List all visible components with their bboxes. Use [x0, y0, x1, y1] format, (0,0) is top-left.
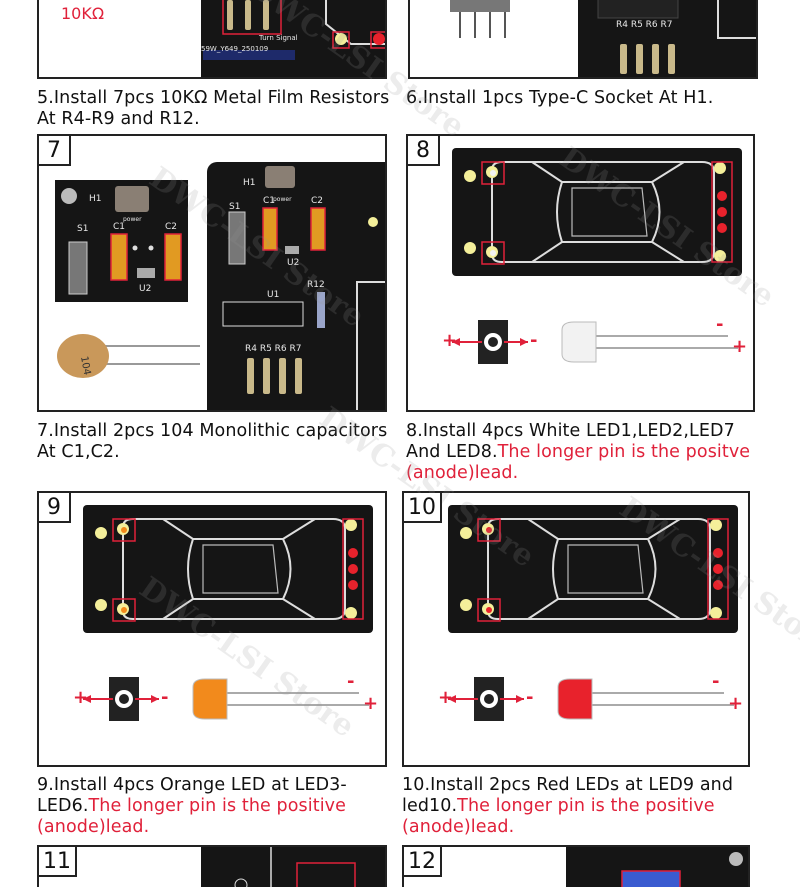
car-pcb-outline — [460, 518, 729, 622]
step-10-warning-text: The longer pin is the positive — [457, 796, 715, 816]
lead-plus-sign: + — [732, 336, 748, 357]
step-10-panel: 10 +--+ — [402, 491, 750, 767]
step-9-caption-line2: LED6.The longer pin is the positive — [37, 796, 347, 817]
step-6-board-image: R4 R5 R6 R7 — [578, 0, 756, 77]
polarity-plus-sign: + — [438, 687, 454, 708]
r12-label: R12 — [307, 280, 325, 290]
turn-signal-label: Turn Signal — [259, 34, 298, 42]
step-9-caption: 9.Install 4pcs Orange LED at LED3- LED6.… — [37, 775, 347, 838]
power-label: power — [123, 216, 142, 223]
lead-plus-sign: + — [363, 693, 379, 714]
step-5-panel: 10KΩ Turn Signal 59W_Y649_250109 — [37, 0, 387, 79]
main-c2-label: C2 — [311, 196, 324, 206]
step-7-caption: 7.Install 2pcs 104 Monolithic capacitors… — [37, 421, 387, 463]
step-7-number: 7 — [39, 136, 71, 166]
polarity-minus-sign: - — [530, 330, 538, 351]
led-polarity-svg — [83, 677, 369, 721]
step-9-led-polarity-diagram: +--+ — [69, 663, 379, 733]
step-7-caption-line2: At C1,C2. — [37, 442, 120, 462]
step-7-panel: 7 H1 power S1 C1 C2 U2 104 — [37, 134, 387, 412]
step-8-warning-text-2: (anode)lead. — [406, 463, 519, 483]
board-id-label: 59W_Y649_250109 — [201, 45, 269, 53]
step-8-caption-line2a: And LED8. — [406, 442, 498, 462]
step-6-caption: 6.Install 1pcs Type-C Socket At H1. — [406, 88, 714, 108]
step-12-board-image — [566, 847, 748, 887]
h1-label: H1 — [89, 194, 102, 204]
lead-minus-sign: - — [716, 314, 724, 335]
step-8-car-board — [452, 148, 742, 276]
c2-label: C2 — [165, 222, 178, 232]
u2-label: U2 — [139, 284, 152, 294]
step-8-panel: 8 +--+ — [406, 134, 755, 412]
car-pcb-outline — [95, 518, 364, 622]
step-7-caption-line1: 7.Install 2pcs 104 Monolithic capacitors — [37, 421, 388, 441]
s1-label: S1 — [77, 224, 89, 234]
step-10-warning-text-2: (anode)lead. — [402, 817, 515, 837]
main-u2-label: U2 — [287, 258, 300, 268]
step-10-caption: 10.Install 2pcs Red LEDs at LED9 and led… — [402, 775, 733, 838]
step-7-main-board: H1 power S1 C1 C2 U2 U1 R12 R4 R5 R6 R7 — [207, 162, 385, 410]
step-10-car-board — [448, 505, 738, 633]
step-8-caption: 8.Install 4pcs White LED1,LED2,LED7 And … — [406, 421, 750, 484]
polarity-plus-sign: + — [73, 687, 89, 708]
step-10-caption-line2: led10.The longer pin is the positive — [402, 796, 733, 817]
main-c1-label: C1 — [263, 196, 276, 206]
step-9-car-board — [83, 505, 373, 633]
step-8-warning-text: The longer pin is the positve — [497, 442, 751, 462]
car-pcb-outline — [464, 161, 733, 265]
main-resistor-group-label: R4 R5 R6 R7 — [245, 344, 302, 354]
step-12-panel: 12 — [402, 845, 750, 887]
polarity-minus-sign: - — [526, 687, 534, 708]
c1-label: C1 — [113, 222, 126, 232]
polarity-minus-sign: - — [161, 687, 169, 708]
step-10-caption-line2a: led10. — [402, 796, 458, 816]
step-8-led-polarity-diagram: +--+ — [438, 306, 748, 376]
resistor-group-label: R4 R5 R6 R7 — [616, 20, 673, 30]
led-polarity-svg — [448, 677, 734, 721]
step-10-number: 10 — [404, 493, 442, 523]
resistor-value-label: 10KΩ — [61, 4, 105, 23]
step-9-number: 9 — [39, 493, 71, 523]
step-9-panel: 9 +--+ — [37, 491, 387, 767]
u1-label: U1 — [267, 290, 280, 300]
main-power-label: power — [273, 196, 292, 203]
step-12-number: 12 — [404, 847, 442, 877]
step-8-caption-line1: 8.Install 4pcs White LED1,LED2,LED7 — [406, 421, 735, 441]
step-11-board-image — [201, 847, 385, 887]
main-h1-label: H1 — [243, 178, 256, 188]
step-9-warning-text-2: (anode)lead. — [37, 817, 150, 837]
step-6-panel: R4 R5 R6 R7 — [408, 0, 758, 79]
step-5-caption-line1: 5.Install 7pcs 10KΩ Metal Film Resistors — [37, 88, 390, 108]
step-9-caption-line2a: LED6. — [37, 796, 89, 816]
lead-plus-sign: + — [728, 693, 744, 714]
step-9-warning-text: The longer pin is the positive — [88, 796, 346, 816]
step-11-panel: 11 — [37, 845, 387, 887]
step-5-caption-line2: At R4-R9 and R12. — [37, 109, 200, 129]
ceramic-capacitor-image: 104 — [57, 334, 200, 378]
step-11-number: 11 — [39, 847, 77, 877]
step-8-caption-line2: And LED8.The longer pin is the positve — [406, 442, 750, 463]
step-10-led-polarity-diagram: +--+ — [434, 663, 744, 733]
step-8-number: 8 — [408, 136, 440, 166]
step-9-caption-line1: 9.Install 4pcs Orange LED at LED3- — [37, 775, 347, 795]
polarity-plus-sign: + — [442, 330, 458, 351]
led-polarity-svg — [452, 320, 738, 364]
step-7-zoom-board: H1 power S1 C1 C2 U2 — [55, 180, 188, 302]
capacitor-code-text: 104 — [78, 355, 92, 376]
lead-minus-sign: - — [347, 671, 355, 692]
lead-minus-sign: - — [712, 671, 720, 692]
main-s1-label: S1 — [229, 202, 241, 212]
step-5-caption: 5.Install 7pcs 10KΩ Metal Film Resistors… — [37, 88, 389, 130]
step-10-caption-line1: 10.Install 2pcs Red LEDs at LED9 and — [402, 775, 734, 795]
step-5-board-image: Turn Signal 59W_Y649_250109 — [201, 0, 385, 77]
